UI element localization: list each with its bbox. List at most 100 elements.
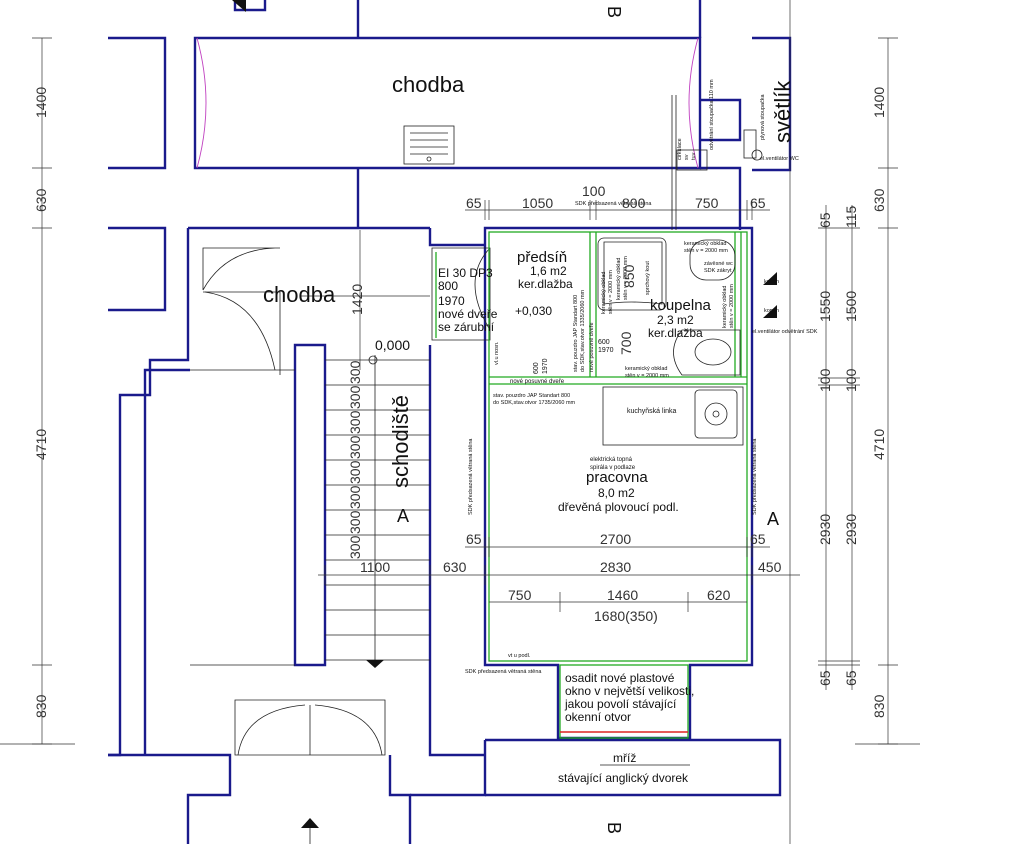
chimney-mark-2 — [763, 305, 777, 318]
dim-630: 630 — [443, 559, 467, 575]
door-note-3: 1970 — [438, 294, 465, 308]
level-marks: 0,000 +0,030 — [375, 304, 552, 353]
dim-step-5: 300 — [347, 460, 363, 484]
level-stair: 0,000 — [375, 337, 410, 353]
note-topna-1: elektrická topná — [590, 457, 633, 463]
dim-rc-2930: 2930 — [843, 514, 859, 545]
dim-step-8: 300 — [347, 535, 363, 559]
shower-tray — [597, 237, 667, 311]
section-b-top: B — [604, 6, 624, 18]
room-pracovna-area: 8,0 m2 — [598, 486, 635, 500]
dim-rb-1550: 1550 — [817, 291, 833, 322]
room-koupelna-name: koupelna — [650, 297, 712, 314]
dim-right-4710: 4710 — [871, 429, 887, 460]
room-koupelna-area: 2,3 m2 — [657, 313, 694, 327]
note-plynova-stoupacka: plynová stoupačka — [760, 94, 766, 140]
note-posuvne-v: nové posuvné dveře — [589, 322, 595, 372]
window-note-4: okenní otvor — [565, 710, 631, 724]
dimension-texts: 65 1050 100 800 750 65 2700 65 65 1100 6… — [33, 87, 887, 718]
dim-left-830: 830 — [33, 694, 49, 718]
dim-right-1400: 1400 — [871, 87, 887, 118]
note-obklad-2a: keramický obklad — [601, 272, 607, 315]
door-note-1: EI 30 DP3 — [438, 266, 493, 280]
dim-right-830: 830 — [871, 694, 887, 718]
dim-top-65b: 65 — [750, 195, 766, 211]
dim-width-2700: 2700 — [600, 531, 631, 547]
inner-linings — [488, 231, 748, 739]
window-note: osadit nové plastové okno v největší vel… — [564, 671, 694, 724]
room-koupelna-floor: ker.dlažba — [648, 326, 703, 340]
note-sprchovy-kout: sprchový kout — [645, 261, 651, 295]
room-chodba-top: chodba — [392, 72, 465, 97]
door-note-4: nové dveře — [438, 307, 498, 321]
note-cirkulace-1: cirkulace — [677, 138, 683, 160]
note-obklad-3a: keramický obklad — [722, 286, 728, 329]
note-ventilator-wc: el.ventilátor WC — [760, 156, 799, 162]
stairs — [190, 355, 430, 844]
note-obklad-3b: stěn v = 2000 mm — [729, 284, 735, 328]
note-obklad-1a: keramický obklad — [684, 241, 727, 247]
section-a-left: A — [397, 506, 409, 526]
note-cirkulace-2: sv — [684, 154, 690, 160]
dim-top-100: 100 — [582, 183, 606, 199]
note-sdk-bottom-left: SDK předsazená větraná stěna — [465, 669, 542, 675]
note-600: 600 — [598, 339, 610, 346]
walls — [108, 0, 792, 844]
label-mriz: mříž — [613, 751, 636, 765]
note-zavesne-wc-1: závěsné wc — [704, 261, 733, 267]
section-b-bottom: B — [604, 822, 624, 834]
room-svetlik: světlík — [770, 80, 795, 143]
dim-750-window: 750 — [508, 587, 532, 603]
dim-top-65a: 65 — [466, 195, 482, 211]
window-note-3: jakou povolí stávající — [564, 697, 677, 711]
dim-700: 700 — [618, 331, 634, 355]
dim-step-7: 300 — [347, 510, 363, 534]
room-pracovna-name: pracovna — [586, 469, 648, 486]
room-labels: chodba chodba světlík schodiště předsíň … — [263, 72, 795, 785]
note-1970: 1970 — [598, 347, 614, 354]
dim-rc-115: 115 — [843, 205, 859, 228]
sink — [694, 389, 738, 439]
door-note-2: 800 — [438, 279, 458, 293]
note-odvetrani-110: odvětrání stoupačka 110 mm — [709, 79, 715, 150]
note-600b: 600 — [533, 362, 540, 374]
room-chodba-left: chodba — [263, 282, 336, 307]
dim-left-630: 630 — [33, 188, 49, 212]
dim-rb-65a: 65 — [817, 212, 833, 228]
door-note-5: se zárubní — [438, 320, 495, 334]
dim-rb-2930: 2930 — [817, 514, 833, 545]
dim-left-1400: 1400 — [33, 87, 49, 118]
dim-620: 620 — [707, 587, 731, 603]
note-kuchynska-linka: kuchyňská linka — [627, 408, 677, 415]
wash-basin — [673, 329, 741, 376]
dim-right-630: 630 — [871, 188, 887, 212]
doors — [196, 37, 699, 756]
note-topna-2: spirála v podlaze — [590, 465, 636, 471]
section-a-right: A — [767, 509, 779, 529]
note-sdk-left: SDK předsazená větraná stěna — [468, 438, 474, 515]
dim-rc-65: 65 — [843, 670, 859, 686]
dim-left-4710: 4710 — [33, 429, 49, 460]
kitchen-counter — [602, 386, 744, 446]
dim-1100: 1100 — [360, 559, 390, 575]
dim-65-left: 65 — [466, 531, 482, 547]
room-pracovna-floor: dřevěná plovoucí podl. — [558, 500, 679, 514]
note-pouzdro-h-2: do SDK,stav.otvor 1735/2060 mm — [493, 400, 576, 406]
dim-rb-100: 100 — [817, 368, 833, 392]
dim-step-1: 300 — [347, 360, 363, 384]
dim-top-750: 750 — [695, 195, 719, 211]
note-pouzdro-v-2: do SDK,stav.otvor 1335/2060 mm — [580, 289, 586, 372]
chimney-mark-1 — [763, 272, 777, 285]
dim-top-1050: 1050 — [522, 195, 553, 211]
note-obklad-4a: keramický obklad — [625, 366, 668, 372]
door-note: EI 30 DP3 800 1970 nové dveře se zárubní — [438, 266, 498, 334]
room-predsin-name: předsíň — [517, 249, 567, 266]
dim-shower-850: 850 — [621, 264, 637, 288]
note-ventilator-sdk: el.ventilátor odvětrání SDK — [752, 329, 818, 335]
dim-rb-65b: 65 — [817, 670, 833, 686]
note-nove-posuvne: nové posuvné dveře — [510, 379, 565, 385]
note-cirkulace-3: tuv — [691, 152, 697, 160]
note-obklad-2b: stěn v = 2000 mm — [608, 270, 614, 314]
note-obklad-5a: keramický obklad — [616, 258, 622, 301]
